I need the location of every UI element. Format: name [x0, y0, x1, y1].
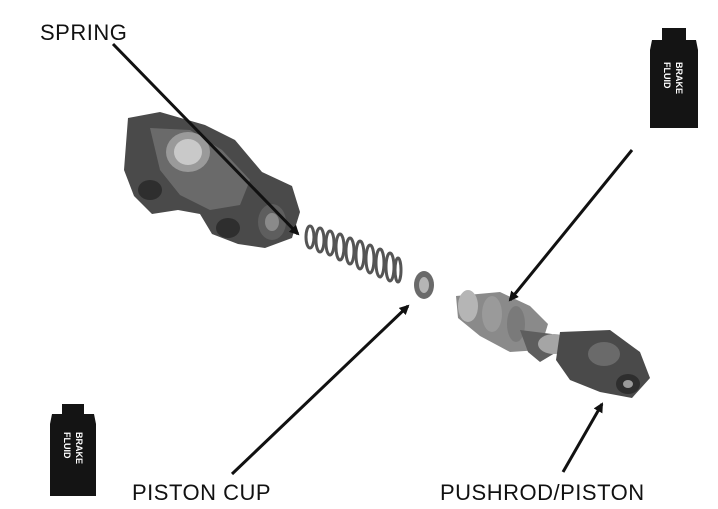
pushrod-piston-part [456, 290, 650, 398]
spring-label: SPRING [40, 22, 127, 44]
brake-fluid-bottle-icon: BRAKE FLUID [50, 404, 96, 496]
spring-part [306, 226, 401, 282]
master-cylinder-body [124, 112, 300, 248]
piston-cup-arrow [232, 306, 408, 474]
bottle-label-line2: FLUID [62, 432, 72, 459]
piston-cup-part [414, 271, 434, 299]
pushrod-piston-label: PUSHROD/PISTON [440, 482, 645, 504]
piston-cup-label: PISTON CUP [132, 482, 271, 504]
bottle-label-line2: FLUID [662, 62, 672, 89]
brake-fluid-arrow [510, 150, 632, 300]
brake-fluid-bottle-icon: BRAKE FLUID [650, 28, 698, 128]
bottle-label-line1: BRAKE [74, 432, 84, 464]
bottle-label-line1: BRAKE [674, 62, 684, 94]
pushrod-piston-arrow [563, 404, 602, 472]
